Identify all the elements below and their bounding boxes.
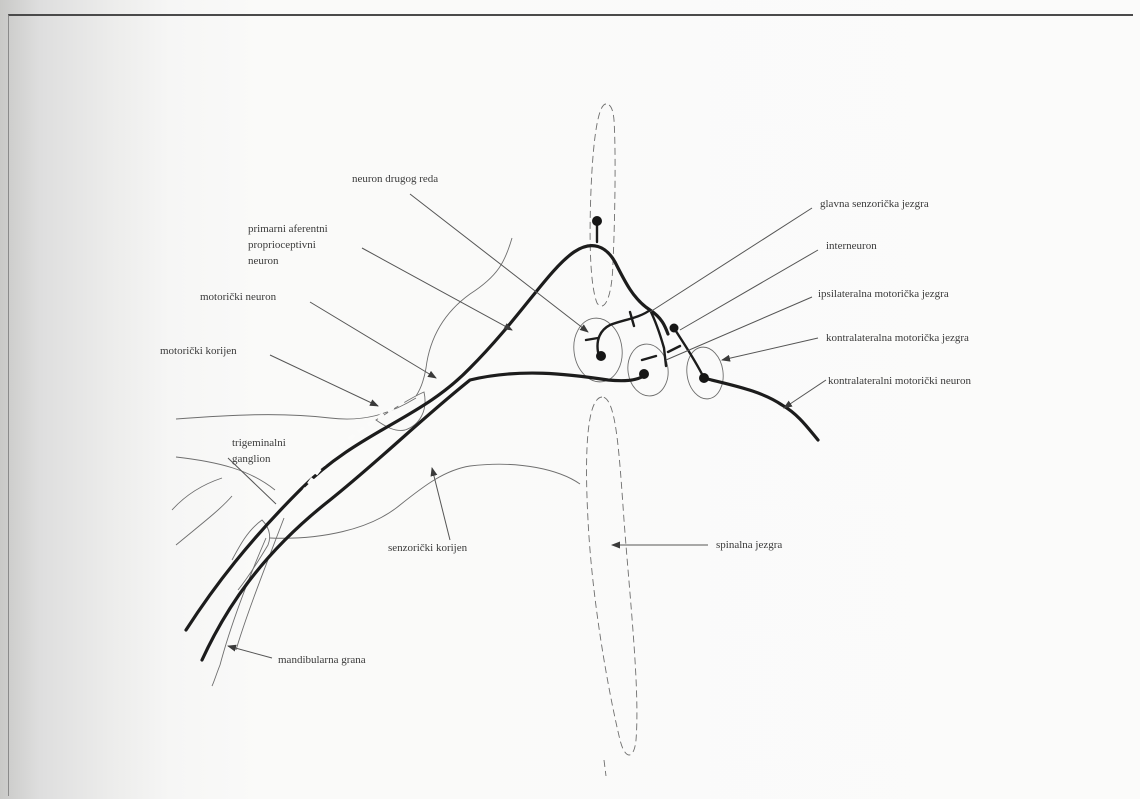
label-motoricki-neuron: motorički neuron [200,291,277,303]
pointer-ipsilateralna [666,297,812,360]
mandibular-contour-2 [236,518,284,650]
pointer-mandibularna-grana [228,646,272,658]
synapse-tick-3 [642,356,656,360]
mandibular-contour-1 [212,538,266,686]
dot-upper [592,216,602,226]
pointer-primarni-aferentni [362,248,512,330]
label-glavna-senzoricka-jezgra: glavna senzorička jezgra [820,198,929,210]
pointer-interneuron [680,250,818,330]
motor-neuron-path [202,373,646,660]
pointer-lines [228,194,826,658]
branch-to-sensory-nucleus [598,310,651,352]
labels: neuron drugog reda glavna senzorička jez… [160,173,971,666]
ganglion-contour-2 [172,478,222,510]
label-primarni-aferentni-2: proprioceptivni [248,239,316,251]
label-primarni-aferentni-1: primarni aferentni [248,223,328,235]
label-interneuron: interneuron [826,240,877,252]
pointer-senzoricki-korijen [432,468,450,540]
pointer-motoricki-korijen [270,355,378,406]
label-spinalna-jezgra: spinalna jezgra [716,539,782,551]
midline-lower [604,760,606,776]
pointer-kontralateralni-neuron [784,380,826,408]
pointer-kontralateralna-jezgra [722,338,818,360]
dot-ipsilateral [639,369,649,379]
label-trigeminalni-2: ganglion [232,453,271,465]
spinal-nucleus-outline [587,397,637,755]
label-ipsilateralna: ipsilateralna motorička jezgra [818,288,949,300]
ganglion-contour-3 [176,496,232,545]
label-primarni-aferentni-3: neuron [248,255,279,267]
label-trigeminalni-1: trigeminalni [232,437,286,449]
label-senzoricki-korijen: senzorički korijen [388,542,468,554]
dot-contralateral [699,373,709,383]
dot-interneuron [670,324,679,333]
pointer-motoricki-neuron [310,302,436,378]
label-kontralateralni-neuron: kontralateralni motorički neuron [828,375,971,387]
upper-nucleus-outline [590,104,615,306]
label-mandibularna-grana: mandibularna grana [278,654,366,666]
synapse-tick-1 [586,338,598,340]
pointer-glavna-senzoricka [650,208,812,312]
label-motoricki-korijen: motorički korijen [160,345,237,357]
interneuron-path [674,328,704,378]
dot-main-sensory [596,351,606,361]
synapse-tick-4 [668,346,680,352]
label-neuron-drugog-reda: neuron drugog reda [352,173,438,185]
label-kontralateralna-jezgra: kontralateralna motorička jezgra [826,332,969,344]
